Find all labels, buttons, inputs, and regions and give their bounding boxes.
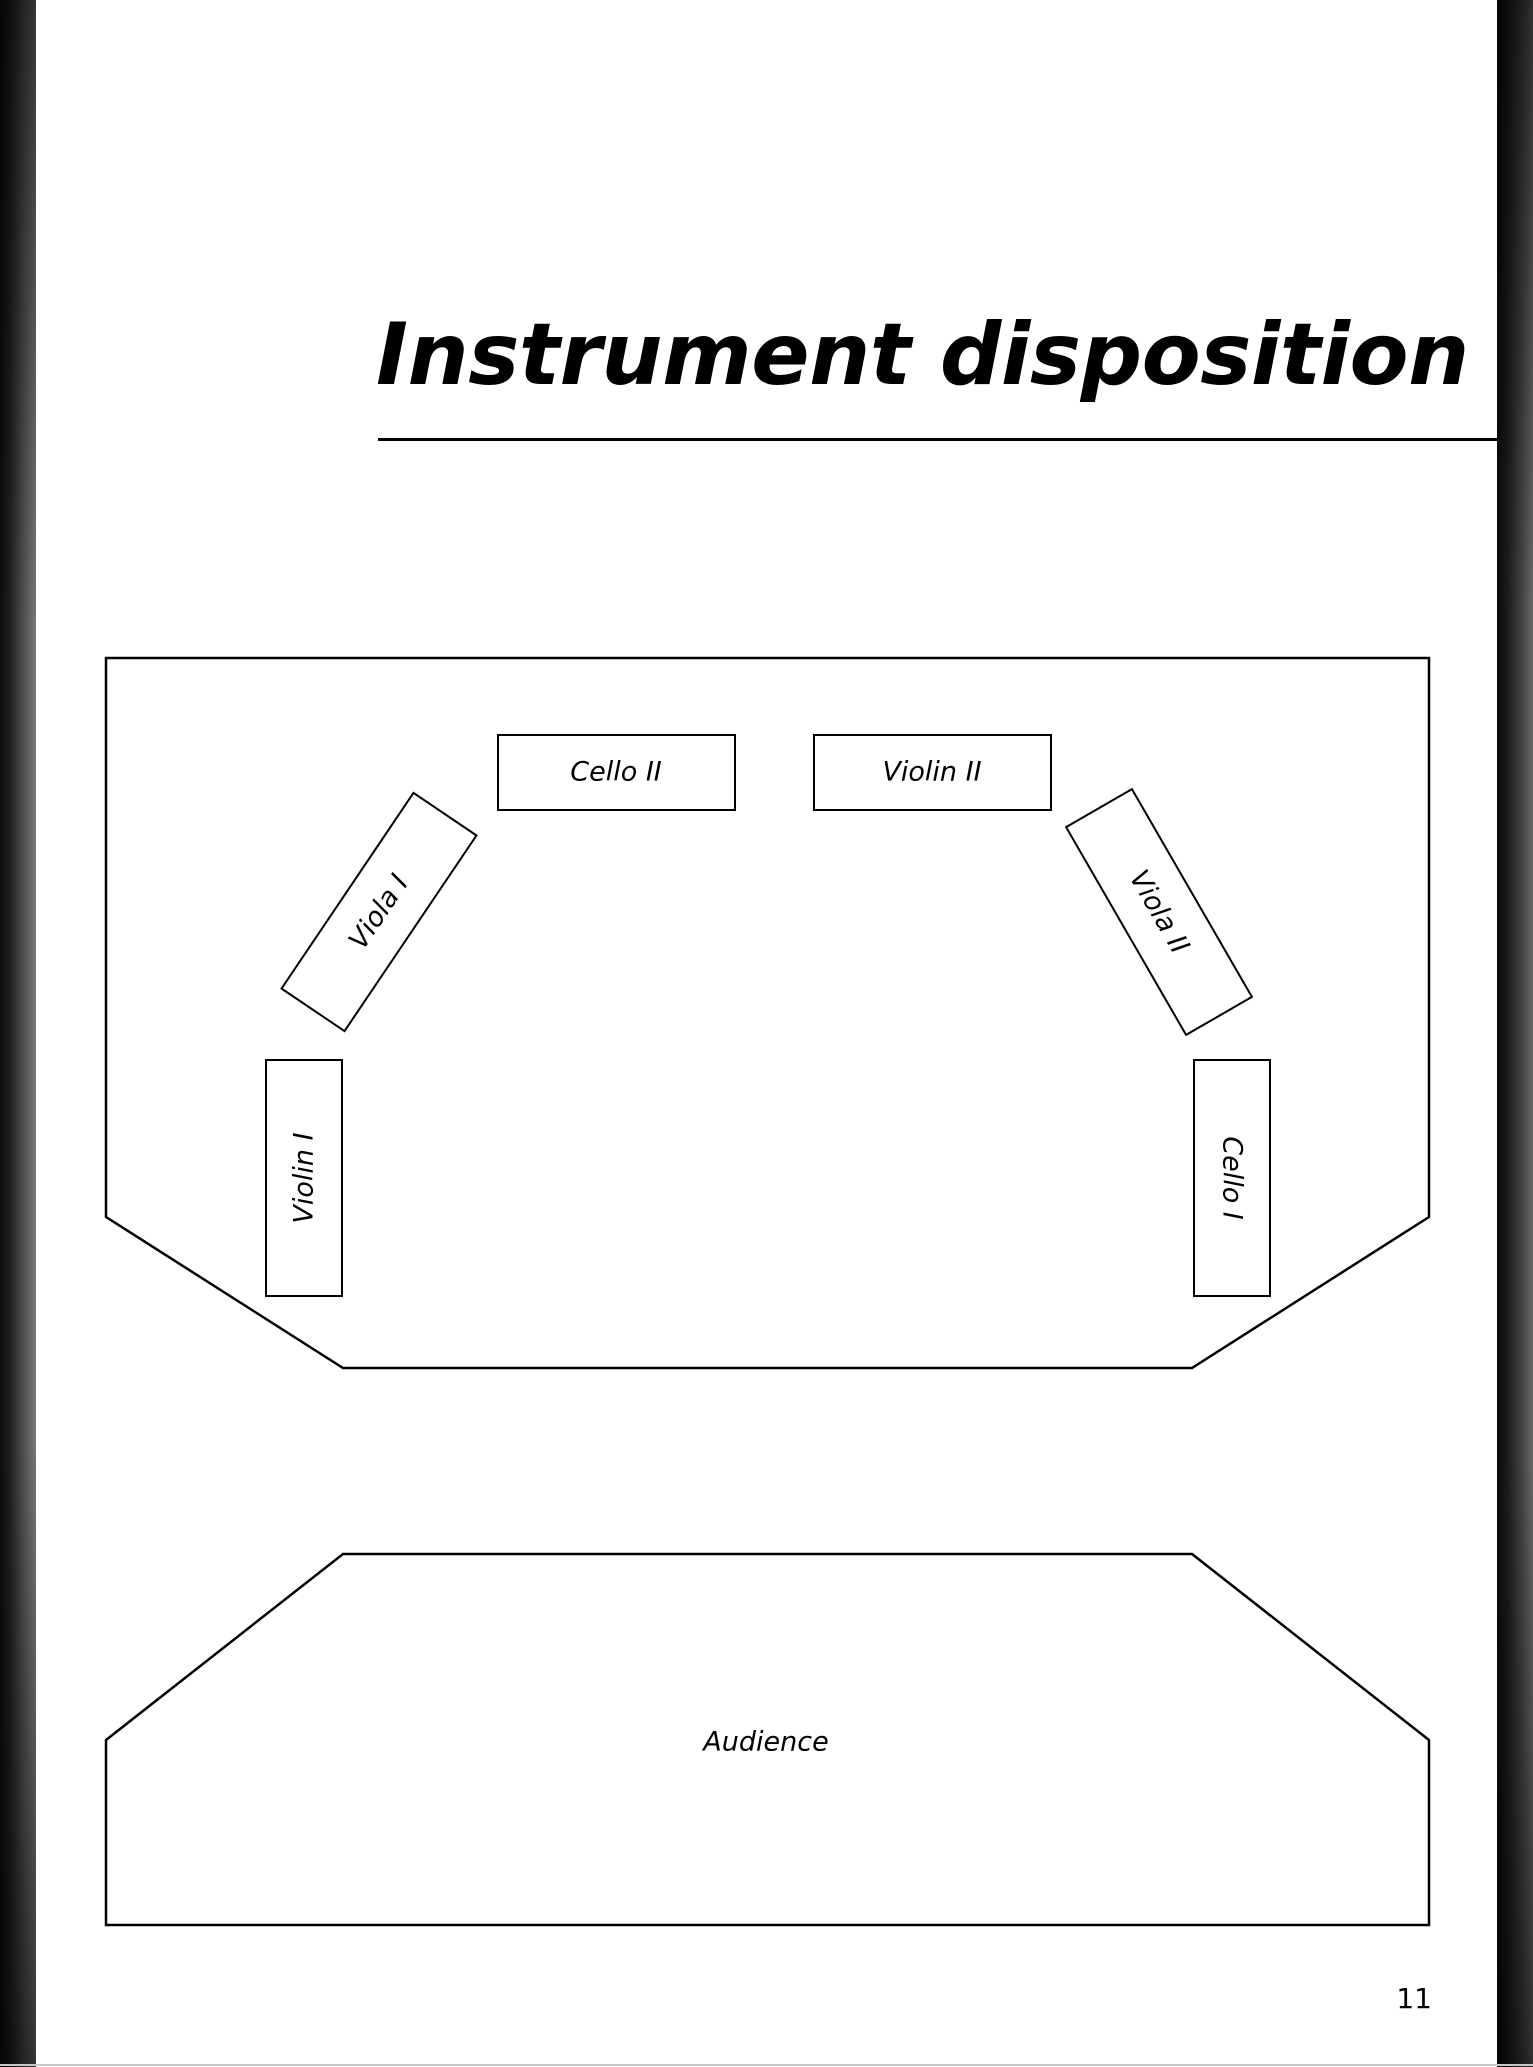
instrument-cello-ii-label: Cello II bbox=[570, 757, 662, 788]
instrument-cello-i: Cello I bbox=[1193, 1059, 1271, 1297]
page-title: Instrument disposition bbox=[376, 305, 1469, 405]
audience-label: Audience bbox=[701, 1727, 828, 1758]
instrument-violin-ii: Violin II bbox=[813, 734, 1052, 811]
instrument-violin-i: Violin I bbox=[265, 1059, 343, 1297]
instrument-violin-ii-label: Violin II bbox=[882, 757, 981, 788]
page-bottom-border bbox=[0, 2064, 1533, 2066]
page-number: 11 bbox=[1396, 1982, 1432, 2015]
audience-area: Audience bbox=[104, 1552, 1431, 1927]
title-underline bbox=[378, 438, 1497, 441]
instrument-viola-i: Viola I bbox=[280, 791, 478, 1033]
stage-outline bbox=[104, 656, 1431, 1370]
instrument-cello-ii: Cello II bbox=[497, 734, 736, 811]
page-edge-right bbox=[1497, 0, 1533, 2067]
instrument-violin-i-label: Violin I bbox=[289, 1132, 320, 1223]
instrument-cello-i-label: Cello I bbox=[1217, 1136, 1248, 1220]
instrument-viola-ii: Viola II bbox=[1064, 787, 1254, 1037]
page-edge-left bbox=[0, 0, 36, 2067]
